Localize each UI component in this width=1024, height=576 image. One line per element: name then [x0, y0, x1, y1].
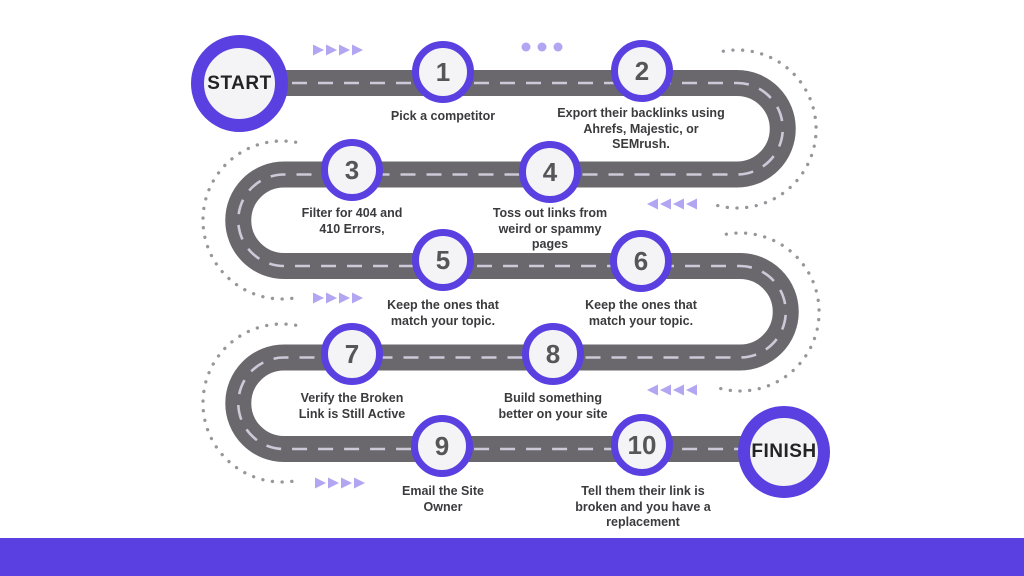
arrow-right-icon — [339, 292, 350, 304]
step-circle-4: 4 — [519, 141, 581, 203]
arrow-right-icon — [341, 477, 352, 489]
step-label-2: Export their backlinks using Ahrefs, Maj… — [557, 106, 725, 151]
step-number: 8 — [545, 338, 561, 369]
dotted-arc-left-1 — [201, 139, 298, 301]
arrow-right-icon — [326, 292, 337, 304]
arrow-right-icon — [313, 292, 324, 304]
step-circle-9: 9 — [411, 415, 473, 477]
step-number: 9 — [434, 430, 450, 461]
dot-icon — [521, 42, 531, 52]
step-circle-2: 2 — [611, 40, 673, 102]
step-number: 3 — [344, 154, 360, 185]
dotted-arc-right-1 — [710, 48, 818, 210]
step-circle-3: 3 — [321, 139, 383, 201]
arrow-right-icon — [352, 44, 363, 56]
arrows-left-group-2 — [647, 384, 697, 396]
arrow-right-icon — [352, 292, 363, 304]
step-label-3: Filter for 404 and 410 Errors, — [301, 206, 403, 236]
step-circle-8: 8 — [522, 323, 584, 385]
arrows-right-group-3 — [315, 477, 365, 489]
dot-icon — [553, 42, 563, 52]
arrow-left-icon — [686, 384, 697, 396]
step-circle-5: 5 — [412, 229, 474, 291]
step-number: 5 — [435, 244, 451, 275]
arrow-right-icon — [328, 477, 339, 489]
arrow-right-icon — [313, 44, 324, 56]
step-circle-1: 1 — [412, 41, 474, 103]
step-label-5: Keep the ones that match your topic. — [387, 298, 499, 328]
step-number: 2 — [634, 55, 650, 86]
dot-icon — [537, 42, 547, 52]
footer-accent-bar — [0, 538, 1024, 576]
step-label-8: Build something better on your site — [498, 391, 608, 421]
step-number: 4 — [542, 156, 558, 187]
step-number: 7 — [344, 338, 360, 369]
step-label-1: Pick a competitor — [390, 109, 496, 123]
arrows-right-group-1 — [313, 44, 363, 56]
arrow-left-icon — [673, 198, 684, 210]
arrow-left-icon — [647, 198, 658, 210]
dotted-arc-left-2 — [201, 322, 298, 484]
step-circle-7: 7 — [321, 323, 383, 385]
arrow-right-icon — [326, 44, 337, 56]
start-label: START — [207, 72, 272, 94]
arrows-left-group-1 — [647, 198, 697, 210]
arrow-left-icon — [686, 198, 697, 210]
step-circle-6: 6 — [610, 230, 672, 292]
arrow-right-icon — [354, 477, 365, 489]
step-number: 10 — [627, 429, 657, 460]
arrow-right-icon — [339, 44, 350, 56]
step-label-10: Tell them their link is broken and you h… — [575, 484, 711, 529]
step-label-6: Keep the ones that match your topic. — [585, 298, 697, 328]
step-number: 6 — [633, 245, 649, 276]
arrow-left-icon — [673, 384, 684, 396]
step-label-9: Email the Site Owner — [402, 484, 484, 514]
finish-marker: FINISH — [738, 406, 830, 498]
arrow-right-icon — [315, 477, 326, 489]
dots-trio — [521, 42, 563, 52]
arrow-left-icon — [660, 198, 671, 210]
step-label-7: Verify the Broken Link is Still Active — [298, 391, 406, 421]
step-circle-10: 10 — [611, 414, 673, 476]
finish-label: FINISH — [751, 441, 817, 462]
arrow-left-icon — [647, 384, 658, 396]
step-label-4: Toss out links from weird or spammy page… — [492, 206, 608, 251]
road-center-dashes — [236, 81, 788, 451]
dotted-arc-right-2 — [713, 231, 821, 393]
arrow-left-icon — [660, 384, 671, 396]
step-number: 1 — [435, 56, 451, 87]
start-marker: START — [191, 35, 288, 132]
arrows-right-group-2 — [313, 292, 363, 304]
